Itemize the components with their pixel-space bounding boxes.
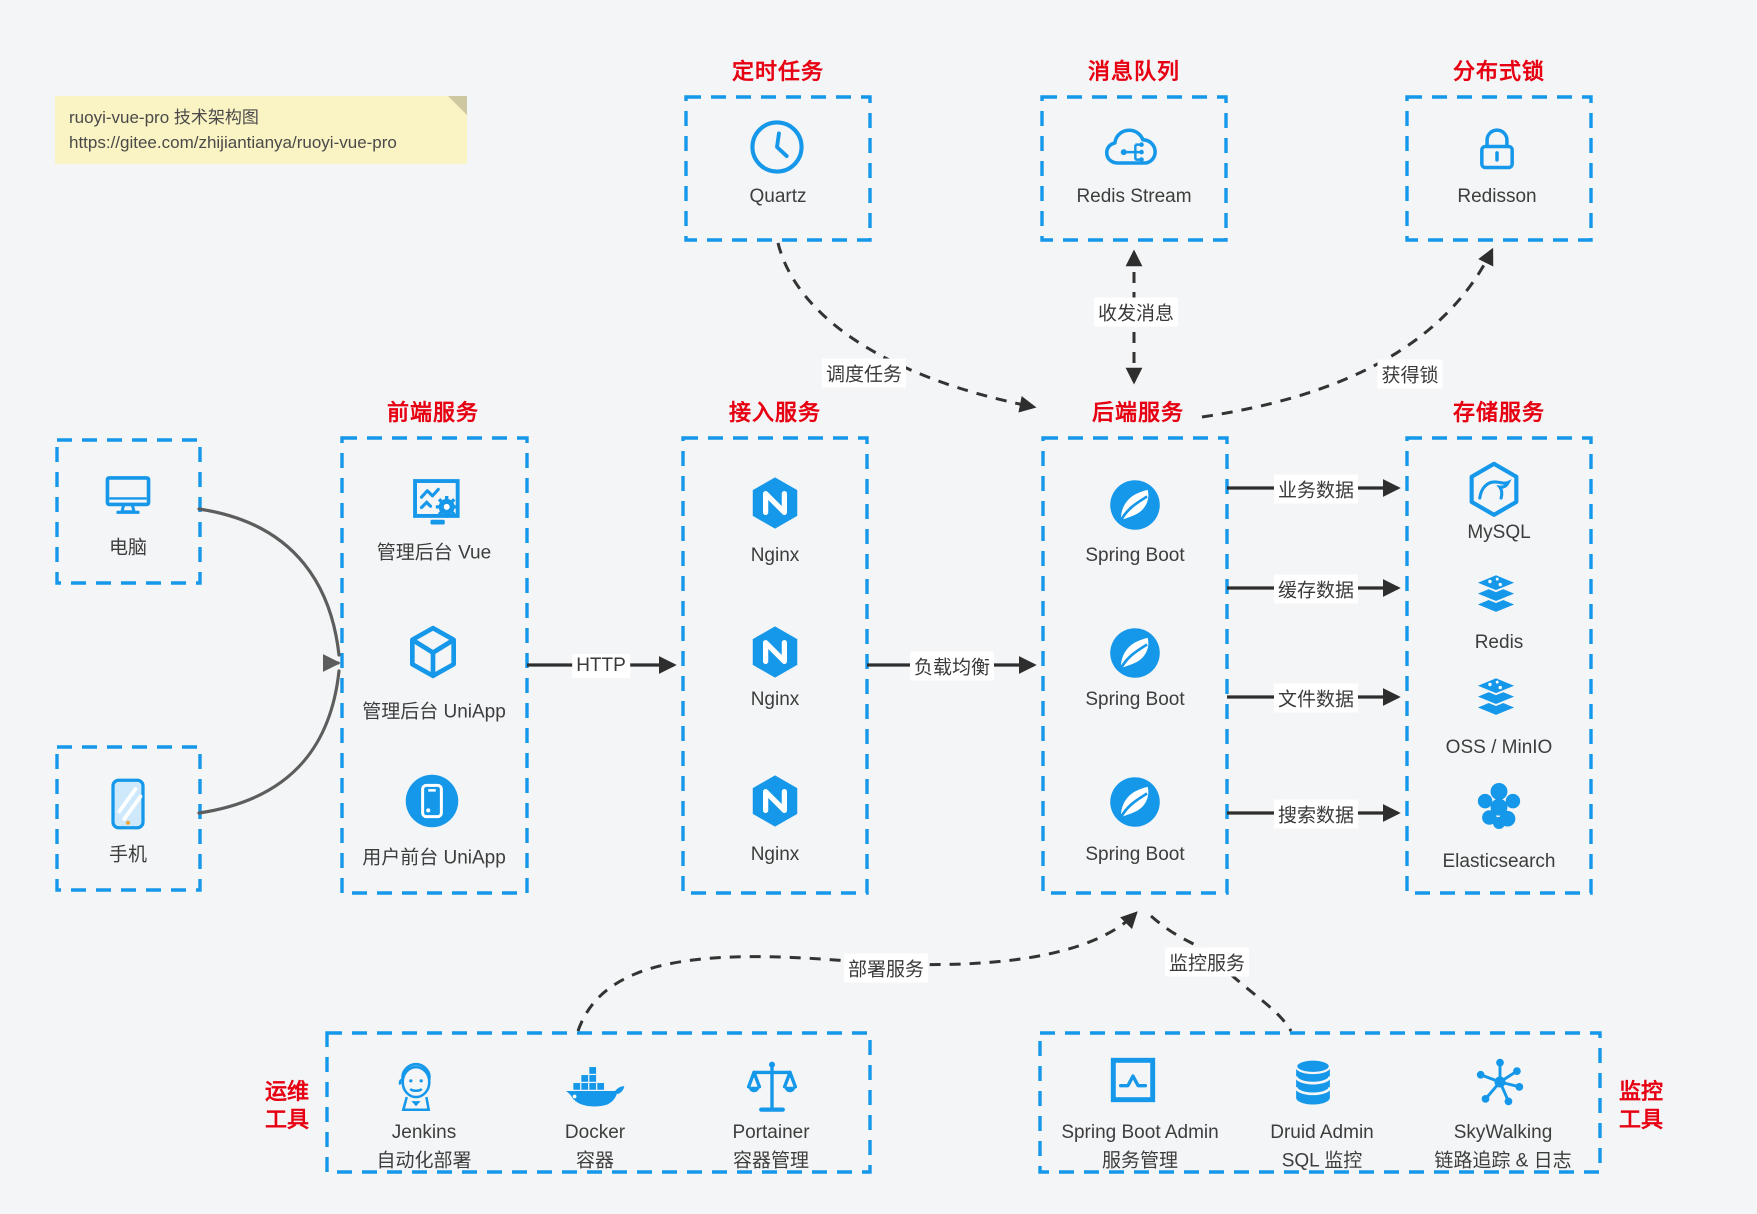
monitor-tools-group-box bbox=[1038, 1031, 1602, 1174]
admin-vue-icon bbox=[405, 472, 469, 534]
docker-icon bbox=[561, 1064, 625, 1118]
node-label-nginx-1: Nginx bbox=[750, 545, 800, 566]
node-label-nginx-2: Nginx bbox=[750, 689, 800, 710]
skywalking-icon bbox=[1470, 1053, 1530, 1111]
node-label-redis-stream: Redis Stream bbox=[1076, 186, 1192, 207]
node-label-mysql: MySQL bbox=[1467, 522, 1531, 543]
node-label-druid-admin: Druid Admin bbox=[1270, 1122, 1374, 1143]
edge-label-business-data: 业务数据 bbox=[1273, 474, 1359, 504]
schedule-task-curve bbox=[776, 242, 1037, 413]
node-label-redis: Redis bbox=[1474, 632, 1524, 653]
mysql-icon bbox=[1463, 458, 1525, 520]
cloud-stream-icon bbox=[1101, 118, 1167, 178]
node-desc-skywalking: 链路追踪 & 日志 bbox=[1434, 1150, 1572, 1172]
cube-icon bbox=[402, 621, 464, 683]
spring-boot-admin-icon bbox=[1105, 1053, 1161, 1107]
edge-label-http: HTTP bbox=[572, 654, 630, 678]
node-label-user-uniapp: 用户前台 UniApp bbox=[362, 847, 506, 869]
side-label-monitor-line2: 工具 bbox=[1618, 1107, 1664, 1132]
side-label-monitor-line1: 监控 bbox=[1618, 1079, 1664, 1104]
node-desc-jenkins: 自动化部署 bbox=[376, 1150, 472, 1172]
side-label-ops-tools: 运维 工具 bbox=[265, 1078, 309, 1134]
druid-icon bbox=[1286, 1054, 1340, 1110]
node-label-admin-uniapp: 管理后台 UniApp bbox=[362, 701, 506, 723]
edge-label-acquire-lock: 获得锁 bbox=[1377, 359, 1443, 389]
edge-label-deploy-service: 部署服务 bbox=[843, 953, 929, 983]
pc-to-frontend-curve bbox=[197, 507, 341, 657]
elasticsearch-icon bbox=[1469, 777, 1529, 835]
distributed-lock-group-box bbox=[1405, 95, 1593, 242]
nginx-icon bbox=[745, 622, 805, 682]
group-title-frontend: 前端服务 bbox=[386, 400, 480, 425]
spring-boot-icon bbox=[1106, 624, 1164, 682]
smartphone-icon bbox=[103, 774, 153, 834]
node-label-oss-minio: OSS / MinIO bbox=[1445, 737, 1553, 758]
phone-client-box bbox=[55, 745, 202, 892]
group-title-message-queue: 消息队列 bbox=[1087, 59, 1181, 84]
edge-label-messages: 收发消息 bbox=[1093, 297, 1179, 327]
node-label-portainer: Portainer bbox=[732, 1122, 810, 1143]
note-fold-corner bbox=[448, 96, 467, 115]
edge-label-cache-data: 缓存数据 bbox=[1273, 574, 1359, 604]
nginx-icon bbox=[745, 473, 805, 533]
oss-minio-stack-icon bbox=[1467, 674, 1525, 724]
node-desc-docker: 容器 bbox=[575, 1150, 615, 1172]
node-label-phone: 手机 bbox=[108, 844, 148, 866]
pc-client-box bbox=[55, 438, 202, 585]
spring-boot-icon bbox=[1106, 773, 1164, 831]
group-title-scheduled-task: 定时任务 bbox=[731, 59, 825, 84]
group-title-access: 接入服务 bbox=[728, 400, 822, 425]
acquire-lock-curve bbox=[1201, 247, 1494, 419]
node-label-spring-boot-3: Spring Boot bbox=[1085, 844, 1185, 865]
backend-group-box bbox=[1041, 436, 1229, 895]
node-label-nginx-3: Nginx bbox=[750, 844, 800, 865]
node-label-admin-vue: 管理后台 Vue bbox=[376, 542, 492, 564]
ops-tools-group-box bbox=[325, 1031, 872, 1174]
group-title-storage: 存储服务 bbox=[1452, 400, 1546, 425]
node-desc-spring-boot-admin: 服务管理 bbox=[1101, 1150, 1179, 1172]
node-label-spring-boot-1: Spring Boot bbox=[1085, 545, 1185, 566]
edge-label-search-data: 搜索数据 bbox=[1273, 799, 1359, 829]
jenkins-icon bbox=[388, 1059, 444, 1119]
phone-to-frontend-curve bbox=[197, 669, 341, 815]
node-label-skywalking: SkyWalking bbox=[1453, 1122, 1553, 1143]
storage-group-box bbox=[1405, 436, 1593, 895]
clock-icon bbox=[746, 116, 808, 178]
edge-label-load-balance: 负载均衡 bbox=[909, 651, 995, 681]
nginx-icon bbox=[745, 771, 805, 831]
node-label-docker: Docker bbox=[564, 1122, 626, 1143]
note-title: ruoyi-vue-pro 技术架构图 bbox=[69, 108, 259, 127]
desktop-icon bbox=[97, 467, 159, 525]
edge-label-file-data: 文件数据 bbox=[1273, 683, 1359, 713]
side-label-monitor-tools: 监控 工具 bbox=[1619, 1078, 1663, 1134]
side-label-ops-line2: 工具 bbox=[264, 1107, 310, 1132]
node-label-quartz: Quartz bbox=[749, 186, 807, 207]
node-desc-druid-admin: SQL 监控 bbox=[1281, 1150, 1363, 1172]
portainer-icon bbox=[743, 1058, 801, 1118]
group-title-backend: 后端服务 bbox=[1091, 400, 1185, 425]
side-label-ops-line1: 运维 bbox=[264, 1079, 310, 1104]
quartz-group-box bbox=[684, 95, 872, 242]
group-title-distributed-lock: 分布式锁 bbox=[1452, 59, 1546, 84]
sticky-note: ruoyi-vue-pro 技术架构图 https://gitee.com/zh… bbox=[55, 96, 467, 164]
node-label-pc: 电脑 bbox=[108, 537, 148, 559]
node-desc-portainer: 容器管理 bbox=[732, 1150, 810, 1172]
node-label-elasticsearch: Elasticsearch bbox=[1442, 851, 1556, 872]
note-url: https://gitee.com/zhijiantianya/ruoyi-vu… bbox=[69, 133, 397, 152]
node-label-spring-boot-admin: Spring Boot Admin bbox=[1061, 1122, 1219, 1143]
lock-icon bbox=[1469, 120, 1525, 180]
deploy-service-curve bbox=[576, 911, 1138, 1032]
spring-boot-icon bbox=[1106, 476, 1164, 534]
edge-label-schedule-task: 调度任务 bbox=[821, 358, 907, 388]
edge-label-monitor-service: 监控服务 bbox=[1164, 947, 1250, 977]
node-label-spring-boot-2: Spring Boot bbox=[1085, 689, 1185, 710]
redis-stack-icon bbox=[1467, 571, 1525, 621]
message-queue-group-box bbox=[1040, 95, 1228, 242]
node-label-jenkins: Jenkins bbox=[391, 1122, 457, 1143]
node-label-redisson: Redisson bbox=[1457, 186, 1537, 207]
mobile-app-icon bbox=[402, 771, 462, 831]
